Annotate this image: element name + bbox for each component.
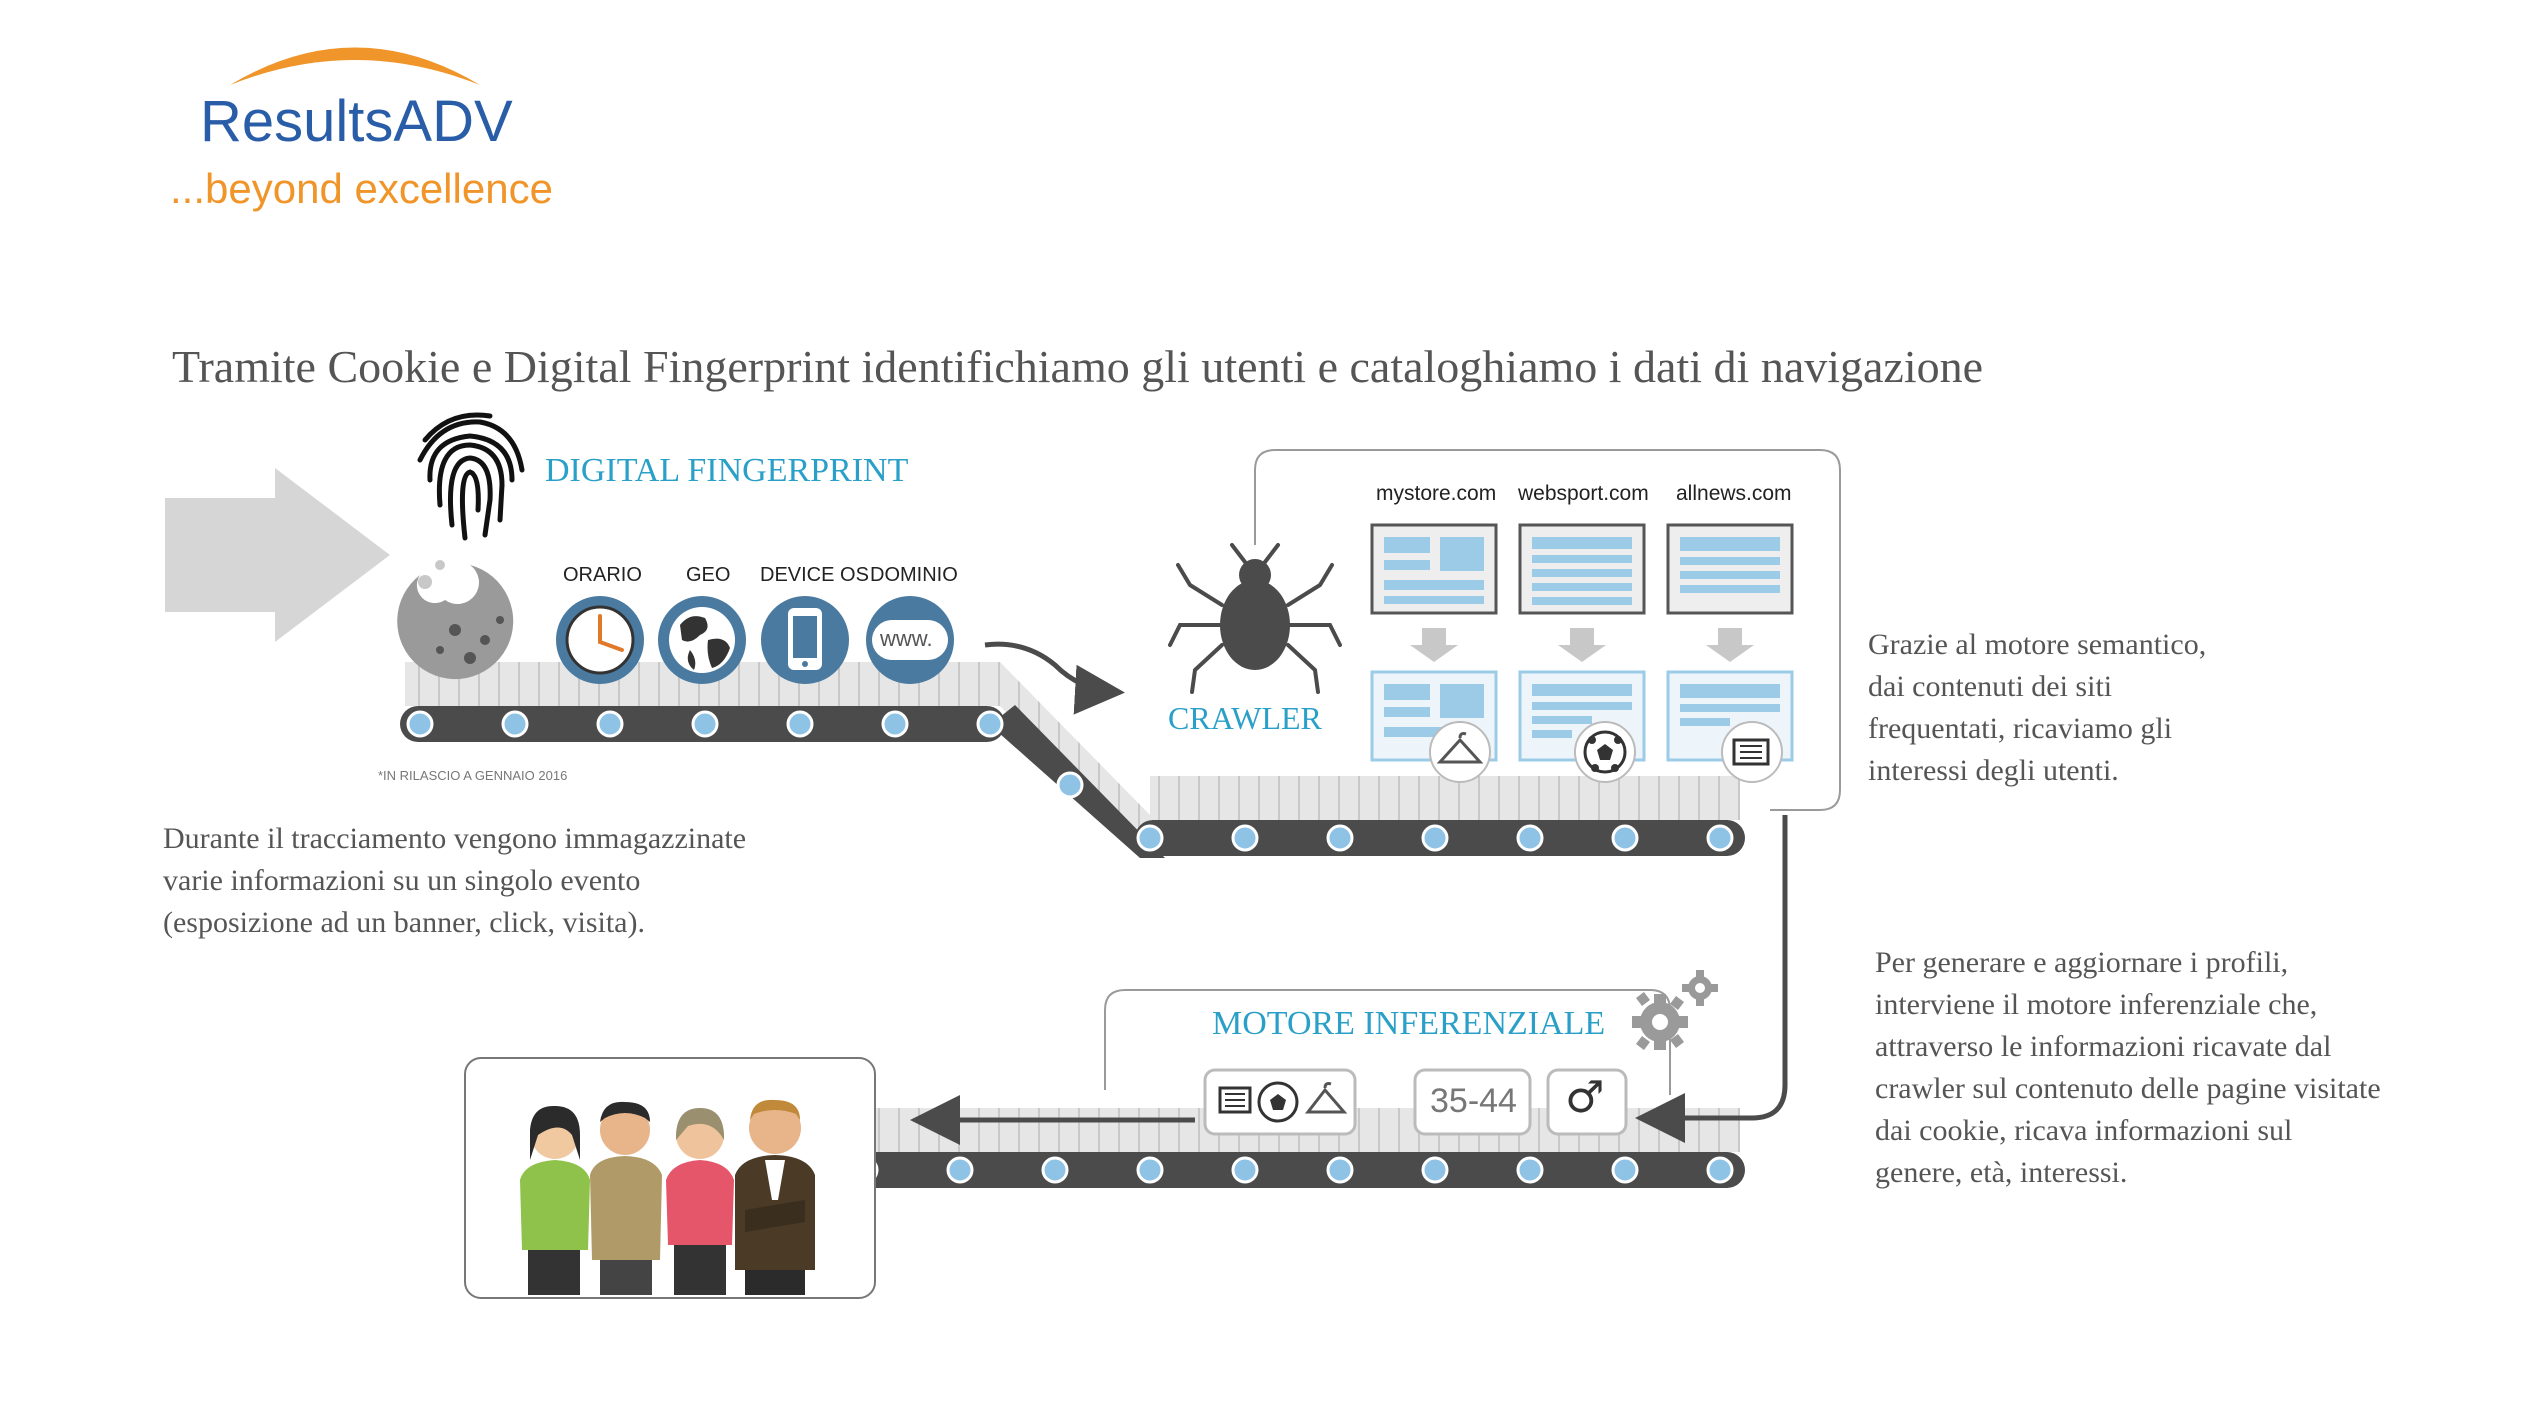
- age-box: [1413, 1068, 1532, 1136]
- data-item-label-dominio: DOMINIO: [870, 564, 958, 586]
- hanger-icon: [1429, 721, 1491, 783]
- arrow-to-crawler: [984, 641, 1125, 715]
- bug-icon: [1168, 543, 1342, 694]
- age-range: 35-44: [1430, 1082, 1517, 1120]
- interests-box: [1203, 1068, 1357, 1136]
- logo-name: ResultsADV: [200, 89, 513, 154]
- www-icon: [866, 596, 954, 684]
- logo-arc: [230, 47, 480, 85]
- soccer-ball-icon: [1574, 721, 1636, 783]
- people-group-icon: [520, 1099, 815, 1295]
- tracking-description: Durante il tracciamento vengono immagazz…: [163, 822, 747, 939]
- globe-icon: [658, 596, 746, 684]
- clock-icon: [556, 596, 644, 684]
- newspaper-icon: [1721, 721, 1783, 783]
- data-item-label-geo: GEO: [686, 564, 731, 586]
- inference-panel: [1104, 989, 1671, 1095]
- site-screens-top: [1370, 523, 1794, 615]
- data-item-label-device-os: DEVICE OS: [760, 564, 869, 586]
- logo-tagline: ...beyond excellence: [170, 165, 553, 212]
- site-label-websport: websport.com: [1518, 482, 1649, 505]
- semantic-description: Grazie al motore semantico, dai contenut…: [1868, 628, 2207, 787]
- data-item-label-orario: ORARIO: [563, 564, 642, 586]
- crawler-panel: [1254, 449, 1841, 811]
- down-arrows: [1410, 628, 1754, 662]
- inference-engine-title: MOTORE INFERENZIALE: [1212, 1005, 1606, 1042]
- conveyor-belt-middle: [1135, 776, 1745, 856]
- smartphone-icon: [761, 596, 849, 684]
- site-label-mystore: mystore.com: [1376, 482, 1497, 505]
- footnote: *IN RILASCIO A GENNAIO 2016: [378, 768, 568, 783]
- www-glyph: www.: [880, 626, 933, 651]
- headline: Tramite Cookie e Digital Fingerprint ide…: [172, 341, 1984, 392]
- inference-description: Per generare e aggiornare i profili, int…: [1875, 946, 2381, 1189]
- fingerprint-icon: [417, 412, 525, 541]
- gender-box: [1546, 1068, 1628, 1136]
- site-label-allnews: allnews.com: [1676, 482, 1792, 505]
- cookie-icon: [397, 560, 514, 680]
- male-symbol-icon: ♂: [1565, 1072, 1605, 1123]
- crawler-title: CRAWLER: [1168, 700, 1322, 736]
- input-arrow: [165, 468, 390, 642]
- digital-fingerprint-title: DIGITAL FINGERPRINT: [545, 452, 909, 489]
- gears-icon: [1632, 970, 1718, 1050]
- arrow-to-inference: [1635, 815, 1788, 1143]
